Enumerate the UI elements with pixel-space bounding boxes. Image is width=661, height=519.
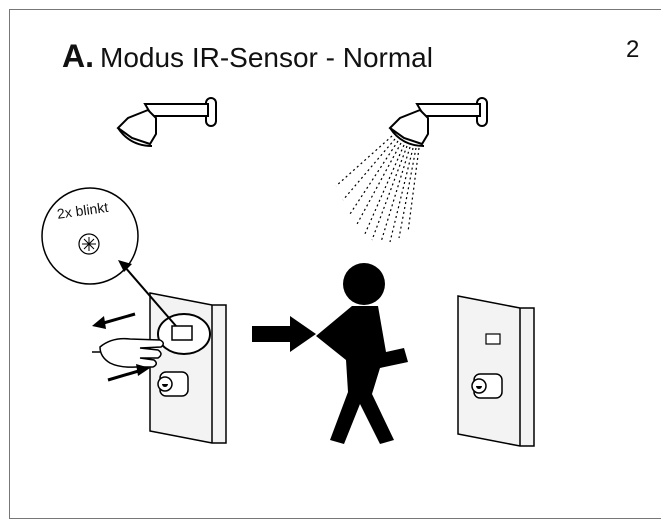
wall-panel-right	[457, 295, 535, 447]
water-spray	[335, 135, 420, 243]
section-letter: A.	[62, 38, 94, 74]
callout-bubble	[41, 187, 139, 285]
illustration	[41, 97, 535, 447]
hand-icon	[92, 337, 164, 368]
wall-panel-left	[118, 260, 227, 444]
person-icon	[316, 263, 408, 444]
motion-arrows	[92, 312, 150, 382]
mixer-knob-icon	[471, 373, 503, 399]
arrow-right-icon	[252, 316, 316, 352]
mixer-knob-icon	[157, 371, 189, 397]
page-title: A.Modus IR-Sensor - Normal	[62, 38, 433, 75]
shower-head-on-icon	[388, 97, 488, 147]
page-number: 2	[626, 36, 640, 63]
shower-head-off-icon	[116, 97, 217, 147]
section-title: Modus IR-Sensor - Normal	[100, 42, 433, 73]
